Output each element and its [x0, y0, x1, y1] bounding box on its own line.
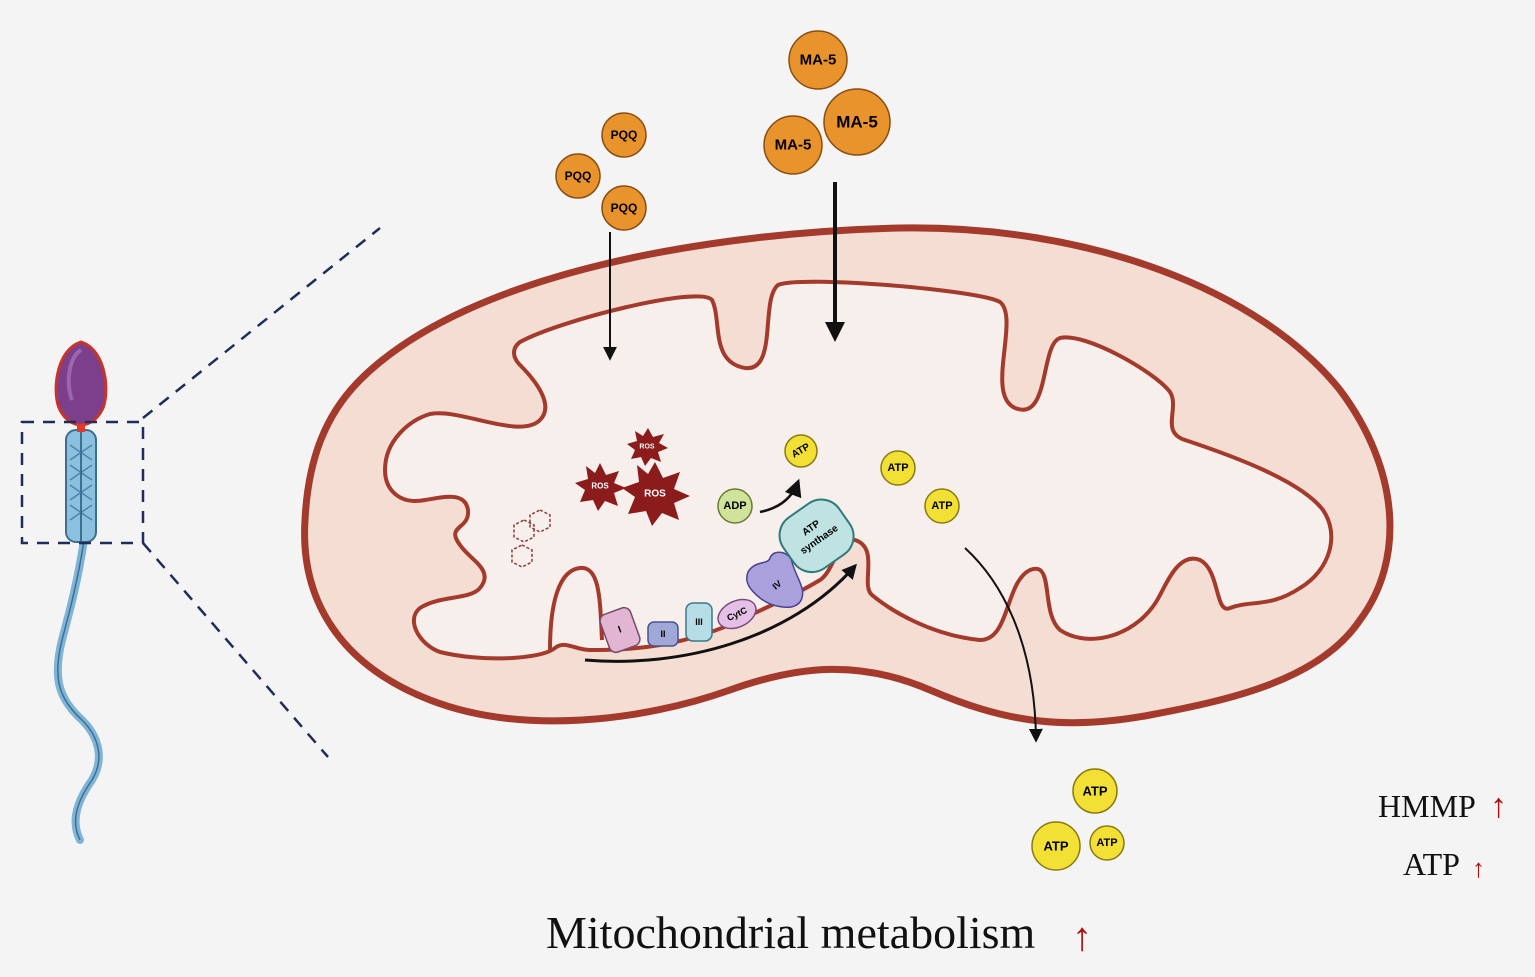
inner-membrane	[382, 279, 1334, 661]
svg-text:ROS: ROS	[639, 444, 655, 451]
complex-iv: IV	[746, 551, 804, 608]
sperm-tail	[53, 536, 103, 844]
pqq-molecule: PQQ	[601, 112, 647, 158]
atp-indicator: ATP ↑	[1403, 846, 1485, 883]
svg-text:ADP: ADP	[723, 500, 746, 512]
atp-molecule: ATP	[1089, 825, 1125, 861]
svg-text:ATP: ATP	[1043, 839, 1068, 854]
complex-iii: III	[685, 602, 713, 642]
svg-text:ROS: ROS	[591, 482, 609, 491]
complex-ii: II	[647, 621, 679, 647]
sperm-cell	[53, 340, 108, 844]
ma5-molecule: MA-5	[763, 115, 823, 175]
svg-text:Mitochondrial metabolism: Mitochondrial metabolism	[546, 907, 1036, 958]
atp-molecule: ATP	[1072, 768, 1118, 814]
pqq-molecule: PQQ	[601, 185, 647, 231]
svg-text:ROS: ROS	[644, 489, 666, 500]
svg-text:↑: ↑	[1072, 914, 1092, 959]
svg-text:ATP: ATP	[931, 500, 952, 512]
hmmp-indicator: HMMP ↑	[1378, 788, 1507, 825]
ros-star: ROS	[622, 462, 690, 526]
svg-text:MA-5: MA-5	[775, 137, 812, 154]
svg-text:PQQ: PQQ	[565, 169, 592, 183]
atp-molecule: ATP	[784, 434, 818, 468]
pqq-molecule: PQQ	[555, 153, 601, 199]
atp-export-arrow	[964, 547, 1043, 743]
svg-text:II: II	[660, 629, 665, 639]
scavenged-ros-icon	[511, 509, 551, 568]
cytochrome-c: CytC	[717, 598, 757, 630]
svg-text:MA-5: MA-5	[800, 52, 837, 69]
ros-star: ROS	[627, 428, 668, 466]
atp-molecule: ATP	[924, 488, 960, 524]
sperm-neck	[77, 424, 85, 432]
svg-text:ATP: ATP	[887, 462, 908, 474]
mitochondrion	[301, 224, 1394, 727]
ma5-molecule: MA-5	[823, 88, 891, 156]
svg-text:↑: ↑	[1472, 854, 1485, 883]
zoom-indicator	[20, 227, 381, 758]
atp-synthase: ATP synthase	[778, 498, 855, 574]
svg-text:III: III	[695, 617, 703, 627]
adp-molecule: ADP	[717, 488, 753, 524]
svg-text:ATP: ATP	[1096, 837, 1117, 849]
svg-text:I: I	[617, 624, 624, 635]
svg-text:HMMP: HMMP	[1378, 788, 1476, 824]
electron-flow-arrow	[584, 563, 857, 663]
sperm-head	[54, 340, 108, 427]
svg-text:ATP: ATP	[1082, 784, 1107, 799]
svg-text:PQQ: PQQ	[611, 201, 638, 215]
svg-text:MA-5: MA-5	[836, 113, 878, 132]
ros-star: ROS	[575, 463, 626, 511]
svg-text:PQQ: PQQ	[611, 128, 638, 142]
svg-text:ATP: ATP	[1403, 846, 1460, 882]
complex-i: I	[599, 606, 641, 654]
adp-to-atp-arrow	[759, 478, 802, 514]
ma5-molecule: MA-5	[788, 30, 848, 90]
atp-molecule: ATP	[1031, 821, 1081, 871]
diagram-caption: Mitochondrial metabolism ↑	[546, 907, 1092, 959]
atp-molecule: ATP	[880, 450, 916, 486]
svg-text:↑: ↑	[1490, 788, 1507, 825]
